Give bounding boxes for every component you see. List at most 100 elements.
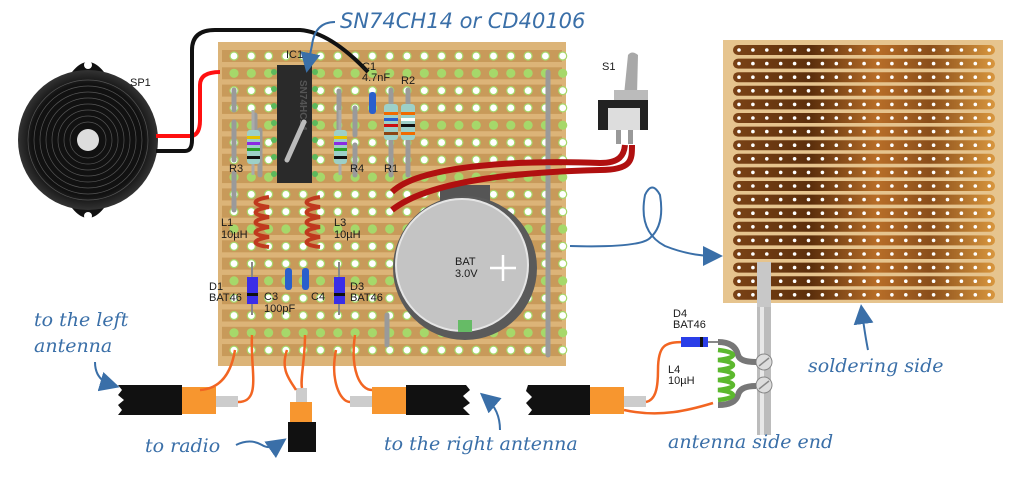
hole: [876, 197, 880, 202]
hole: [931, 102, 936, 107]
hole: [523, 68, 533, 78]
coax-antenna-side: [526, 385, 646, 415]
hole: [987, 102, 991, 107]
hole: [298, 310, 308, 321]
hole: [973, 170, 978, 175]
hole: [367, 68, 377, 78]
ic1-chip: SN74HC14: [271, 65, 318, 183]
hole: [806, 225, 811, 229]
hole: [959, 129, 964, 134]
hole: [876, 102, 880, 107]
label-battery-ref: BAT: [455, 256, 476, 268]
hole: [820, 102, 825, 107]
hole: [558, 120, 568, 130]
hole: [488, 68, 499, 78]
label-s1: S1: [602, 61, 615, 73]
hole: [315, 293, 326, 303]
hole: [904, 75, 908, 79]
hole: [437, 103, 447, 113]
hole: [848, 279, 852, 284]
hole: [973, 211, 978, 215]
label-c1-value: 4.7nF: [362, 72, 390, 84]
hole: [890, 48, 894, 52]
hole: [834, 129, 839, 134]
hole: [506, 51, 516, 61]
label-r3: R3: [229, 163, 243, 175]
hole: [751, 157, 755, 161]
hole: [792, 252, 797, 256]
hole: [558, 293, 568, 303]
hole: [959, 48, 964, 52]
hole: [792, 75, 797, 79]
hole: [281, 189, 291, 199]
hole: [792, 48, 797, 52]
hole: [917, 293, 922, 297]
hole: [558, 85, 568, 96]
hole: [945, 279, 950, 284]
hole: [792, 116, 797, 120]
hole: [454, 51, 464, 61]
hole: [350, 259, 360, 269]
hole: [973, 252, 978, 256]
hole: [350, 207, 360, 217]
hole: [848, 143, 852, 147]
hole: [488, 51, 499, 61]
hole: [973, 143, 978, 147]
hole: [229, 241, 239, 251]
hole: [945, 170, 950, 175]
hole: [834, 61, 839, 66]
hole: [765, 89, 769, 93]
hole: [931, 157, 936, 161]
hole: [890, 89, 894, 93]
hole: [890, 143, 894, 147]
hole: [945, 102, 950, 107]
hole: [367, 310, 377, 321]
hole: [737, 61, 741, 66]
hole: [765, 116, 769, 120]
hole: [890, 61, 894, 66]
resistor-r3: [247, 110, 260, 175]
hole: [904, 48, 908, 52]
label-d4-ref: D4: [673, 308, 687, 320]
hole: [281, 328, 291, 338]
hole: [471, 137, 481, 148]
hole: [385, 189, 395, 199]
hole: [848, 61, 852, 66]
hole: [834, 170, 839, 175]
label-l3-ref: L3: [334, 217, 346, 229]
hole: [506, 345, 516, 355]
resistor-r4: [334, 110, 347, 175]
hole: [523, 103, 533, 113]
hole: [848, 170, 852, 175]
hole: [558, 207, 568, 217]
hole: [904, 89, 908, 93]
hole: [931, 225, 936, 229]
hole: [765, 143, 769, 147]
hole: [751, 170, 755, 175]
hole: [876, 143, 880, 147]
toggle-switch-s1: [598, 52, 648, 144]
hole: [876, 225, 880, 229]
hole: [751, 225, 755, 229]
hole: [848, 48, 852, 52]
hole: [333, 172, 343, 182]
hole: [333, 259, 343, 269]
hole: [973, 102, 978, 107]
hole: [751, 293, 755, 297]
hole: [792, 211, 797, 215]
hole: [385, 259, 395, 269]
hole: [987, 157, 991, 161]
hole: [751, 184, 755, 188]
hole: [862, 238, 866, 243]
hole: [959, 265, 964, 270]
hole: [765, 75, 769, 79]
hole: [737, 129, 741, 134]
hole: [876, 211, 880, 215]
ic-alternative-annotation: SN74CH14 or CD40106: [340, 9, 585, 33]
hole: [437, 85, 447, 96]
hole: [973, 75, 978, 79]
hole: [876, 48, 880, 52]
coax-to-radio: [288, 388, 316, 452]
hole: [558, 224, 568, 234]
battery-coin-cell: [393, 185, 537, 340]
